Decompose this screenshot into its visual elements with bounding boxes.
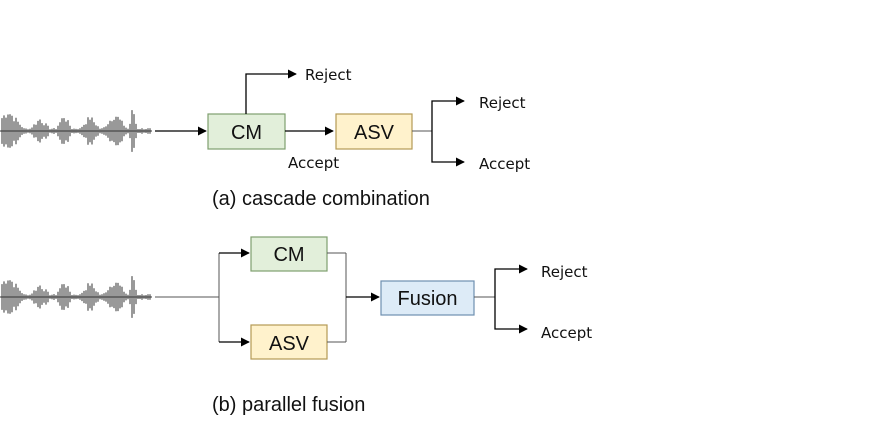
speech-waveform-icon xyxy=(0,110,152,152)
cm-label: CM xyxy=(231,122,262,144)
cm-accept-label: Accept xyxy=(288,154,339,172)
caption-a: (a) cascade combination xyxy=(212,188,430,210)
asv-reject-arrow xyxy=(431,96,465,131)
cm-box xyxy=(207,113,286,150)
asv-reject-label: Reject xyxy=(479,94,526,112)
caption-b: (b) parallel fusion xyxy=(212,394,365,416)
fusion-label: Fusion xyxy=(397,288,457,310)
fusion-accept-label: Accept xyxy=(541,324,592,342)
cm-reject-arrow xyxy=(245,69,297,114)
asv-box xyxy=(335,113,413,150)
asv-label: ASV xyxy=(269,333,310,355)
cm-reject-label: Reject xyxy=(305,66,352,84)
asv-label: ASV xyxy=(354,122,395,144)
fusion-reject-label: Reject xyxy=(541,263,588,281)
asv-accept-label: Accept xyxy=(479,155,530,173)
cm-box xyxy=(250,236,328,272)
cm-label: CM xyxy=(273,244,304,266)
parallel-diagram: CM ASV Fusion Reject Accept (b) parallel… xyxy=(0,236,592,416)
cascade-diagram: CM Reject Accept ASV Reject Accept (a) c… xyxy=(0,66,530,210)
fusion-accept-arrow xyxy=(494,297,528,334)
asv-accept-arrow xyxy=(431,131,465,167)
fusion-reject-arrow xyxy=(494,264,528,297)
speech-waveform-icon xyxy=(0,276,152,318)
fusion-box xyxy=(380,280,475,316)
